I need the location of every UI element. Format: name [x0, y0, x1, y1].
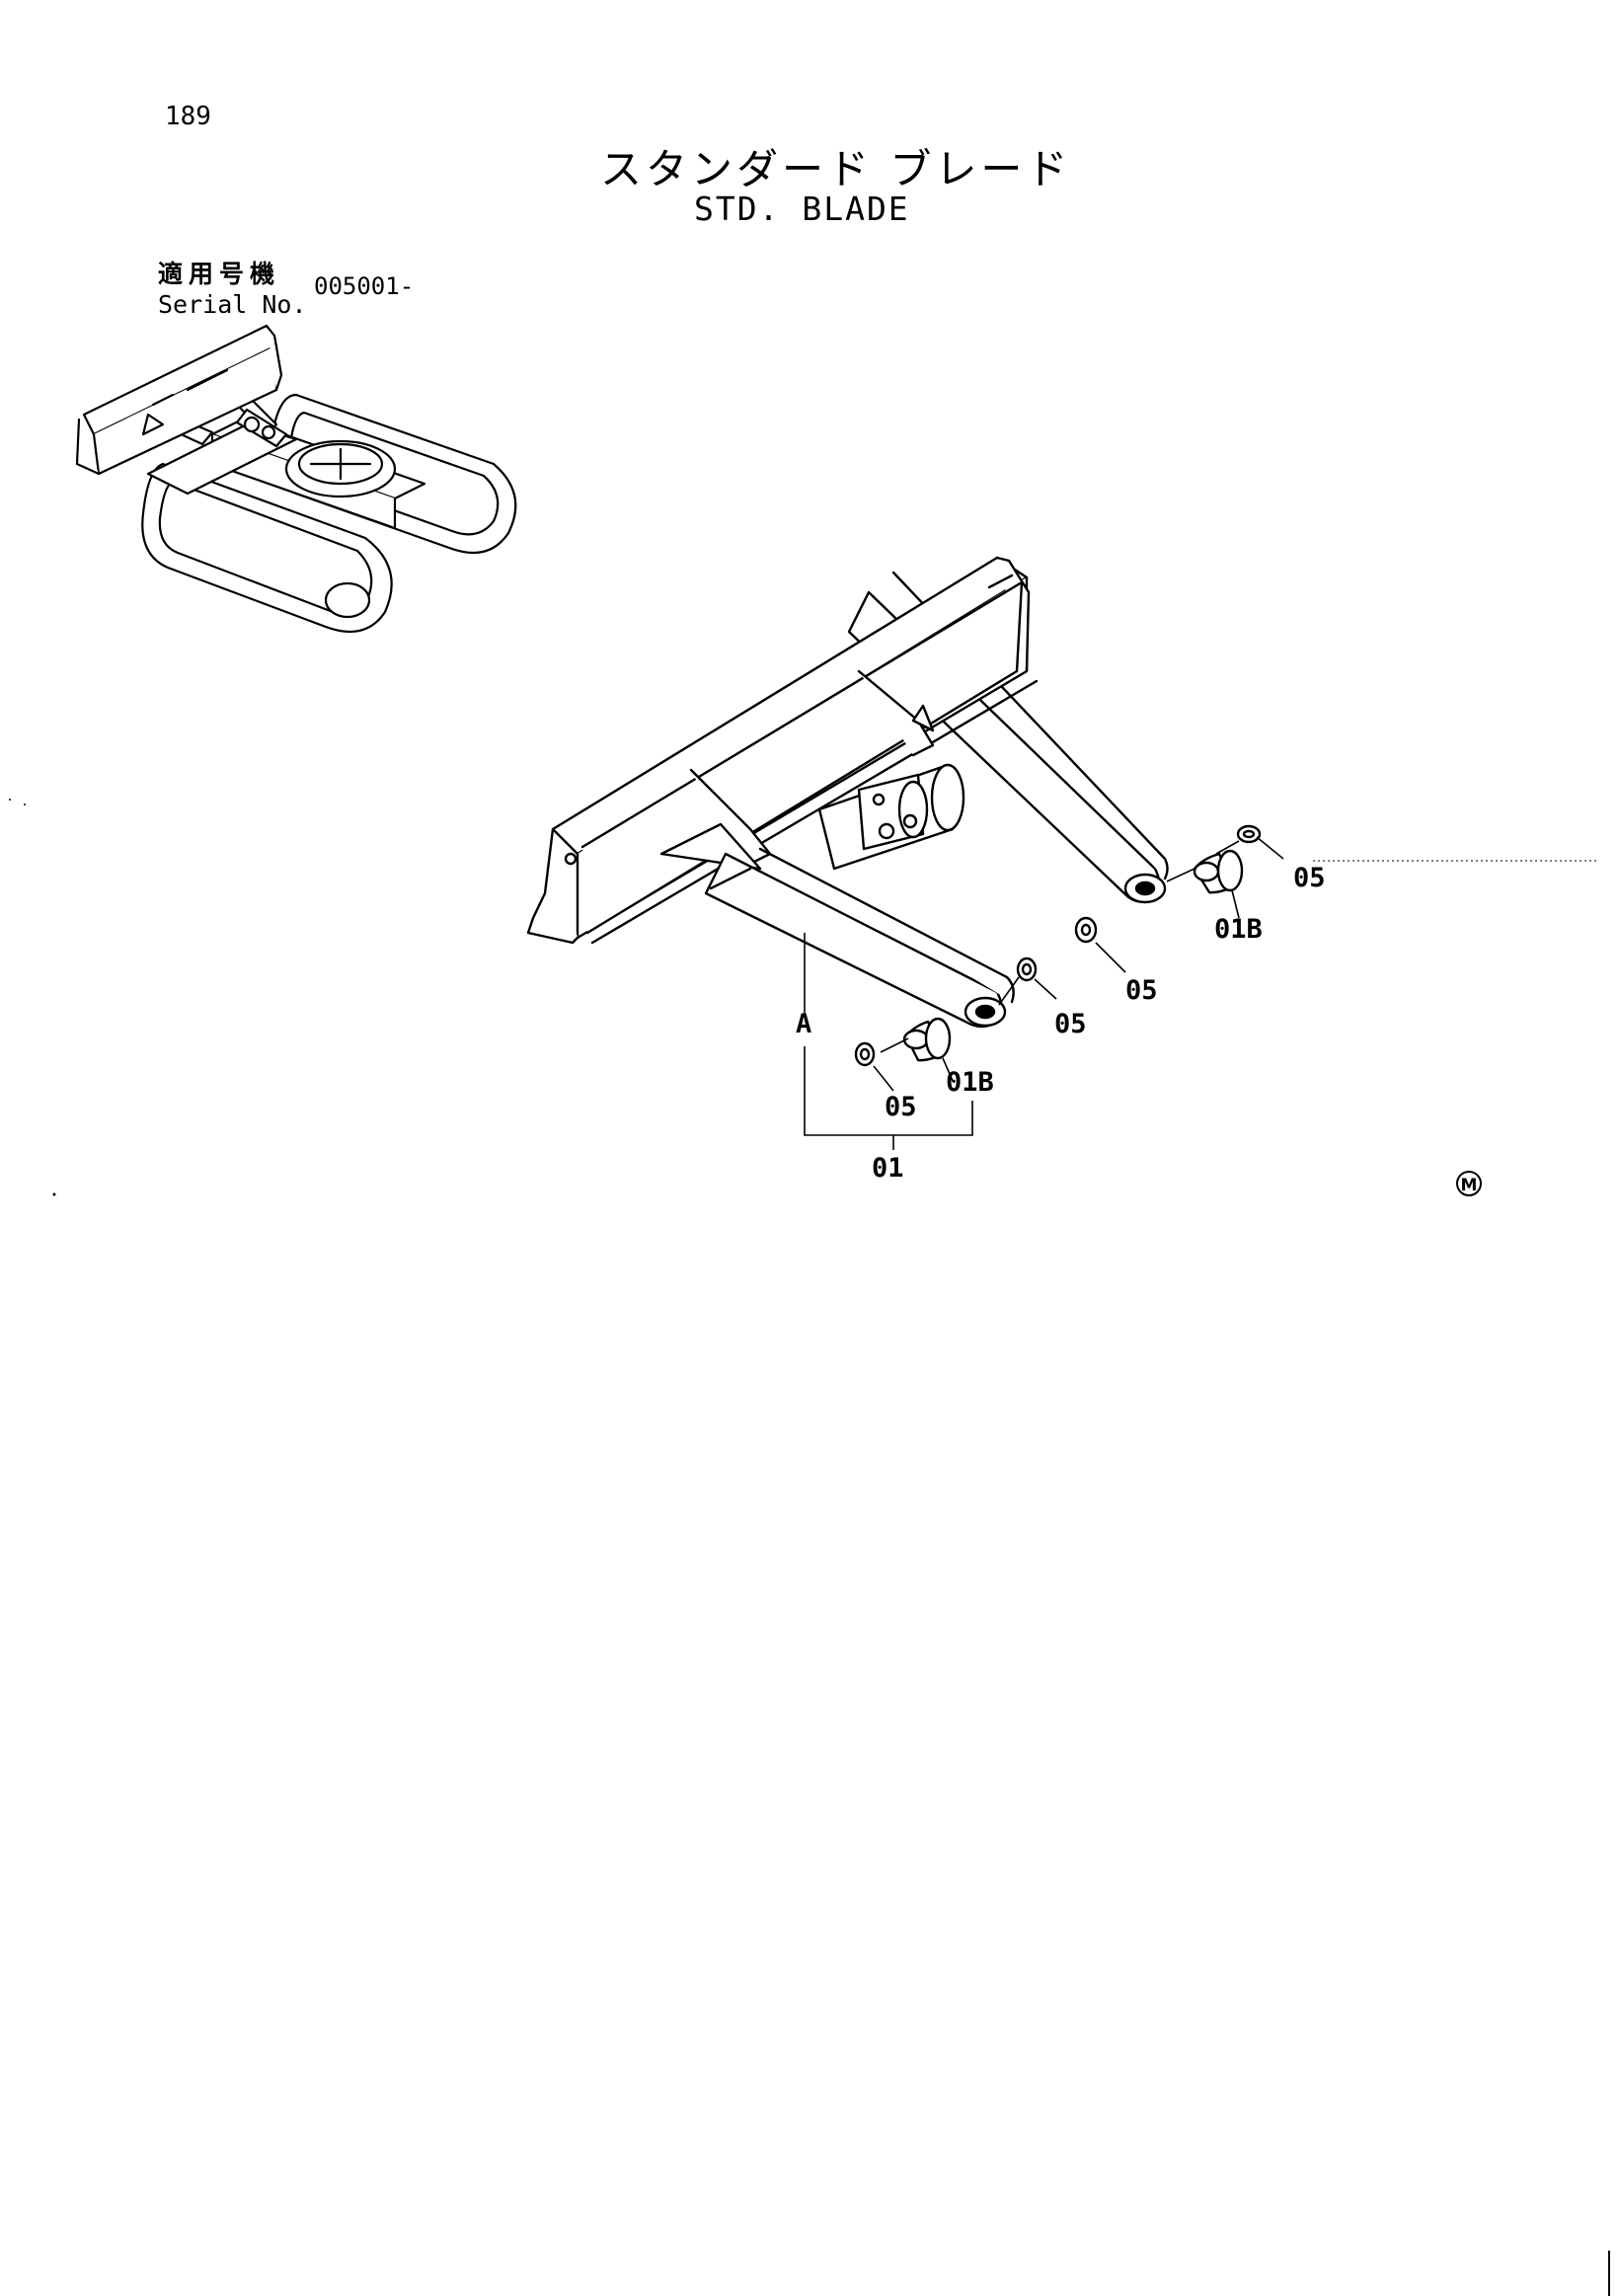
callout-labels: 05 01B 05 05 01B 05 A 01 — [796, 863, 1326, 1184]
callout-a: A — [796, 1009, 811, 1039]
callout-05-left-bottom: 05 — [885, 1092, 917, 1122]
callout-05-left-top: 05 — [1054, 1009, 1087, 1039]
serial-label-english: Serial No. — [158, 290, 307, 319]
serial-label-japanese: 適用号機 — [158, 260, 281, 288]
m-mark: M — [1456, 1171, 1482, 1196]
page-title-japanese: スタンダード ブレード — [600, 145, 1072, 193]
leader-lines — [804, 836, 1599, 1150]
page-title-english: STD. BLADE — [694, 190, 910, 228]
m-mark-letter: M — [1461, 1176, 1478, 1195]
page-number: 189 — [165, 102, 211, 131]
scan-specks — [9, 799, 1610, 2296]
callout-01b-right: 01B — [1214, 914, 1263, 945]
callout-05-middle: 05 — [1125, 975, 1158, 1006]
callout-01: 01 — [872, 1153, 904, 1184]
callout-01b-left: 01B — [946, 1067, 994, 1098]
serial-number-value: 005001- — [314, 272, 415, 300]
machine-overview-illustration — [75, 324, 517, 634]
callout-05-right: 05 — [1293, 863, 1326, 893]
blade-assembly-illustration — [526, 556, 1262, 1067]
